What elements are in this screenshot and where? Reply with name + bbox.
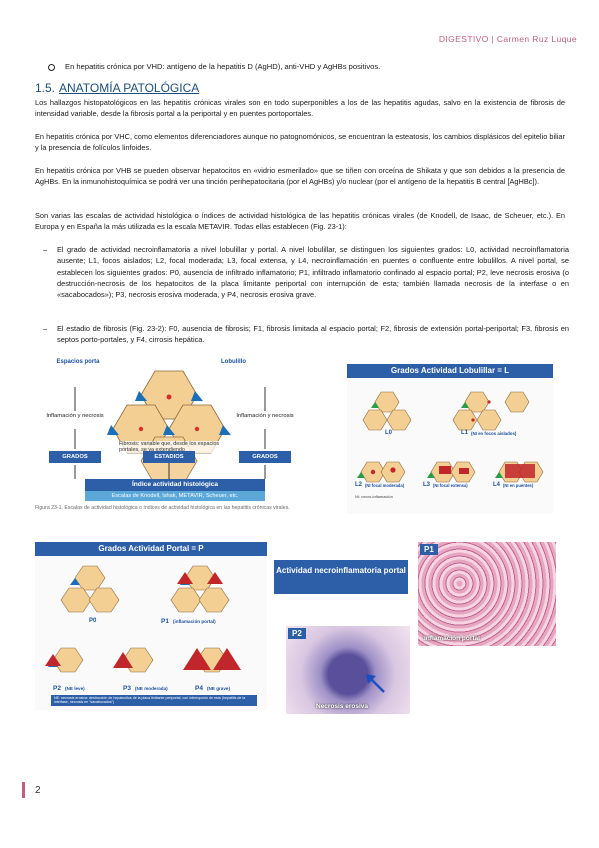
section-number: 1.5. [35,81,56,95]
paragraph-2: En hepatitis crónica por VHC, como eleme… [35,132,565,153]
escalas-box: Escalas de Knodell, Ishak, METAVIR, Sche… [85,491,265,501]
portal-ne-note: NE: necrosis erosiva: destrucción de hep… [51,695,257,706]
lobulillar-l1-note: (NI en focos aislados) [471,431,517,436]
grados-right-box: GRADOS [239,451,291,463]
footer-accent-bar [22,782,25,798]
circle-bullet-icon [48,63,55,71]
portal-p1-note: (inflamación portal) [173,619,216,624]
fibrosis-note: Fibrosis: variable que, desde los espaci… [119,441,239,453]
figure-lobulillar: Grados Actividad Lobulillar = L [347,364,553,514]
list-item: – El estadio de fibrosis (Fig. 23-2): F0… [43,323,569,346]
page-number: 2 [35,785,41,796]
figure-23-1-caption: Figura 23-1. Escalas de actividad histol… [35,505,290,511]
portal-p4: P4 [195,685,203,692]
lobulillar-l2: L2 [355,482,363,488]
histology-p1-image: P1 Inflamación portal [418,542,556,646]
section-title: 1.5.ANATOMÍA PATOLÓGICA [35,81,199,95]
lobulillar-l0: L0 [385,430,393,436]
paragraph-4: Son varias las escalas de actividad hist… [35,211,565,232]
indice-box: Índice actividad histológica [85,479,265,491]
paragraph-3: En hepatitis crónica por VHB se pueden o… [35,166,565,187]
figure-23-1: Espacios porta Lobulillo Inflamación y n… [35,357,335,517]
portal-p2: P2 [53,685,61,692]
lobulillar-l2-note: (NI focal moderada) [365,483,405,488]
portal-p1: P1 [161,618,169,625]
estadios-box: ESTADIOS [143,451,195,463]
lobulillar-l4: L4 [493,482,501,488]
label-lobulillo: Lobulillo [221,359,246,365]
list-item: – El grado de actividad necroinflamatori… [43,244,569,300]
section-title-text: ANATOMÍA PATOLÓGICA [59,81,200,95]
portal-p0: P0 [89,618,97,624]
histo-p1-badge: P1 [420,544,438,555]
portal-p2-note: (NE leve) [65,686,85,691]
histo-p2-caption: Necrosis erosiva [316,703,369,710]
histo-p1-caption: Inflamación portal [424,635,480,642]
lobulillar-ni-note: NI: necro-inflamación [355,494,393,499]
lobulillar-l4-note: (NI en puentes) [503,483,534,488]
dash-bullet-icon: – [43,245,48,254]
list-item-text: El estadio de fibrosis (Fig. 23-2): F0, … [57,324,569,345]
intro-bullet: En hepatitis crónica por VHD: antígeno d… [48,61,568,72]
portal-p3-note: (NE moderada) [135,686,168,691]
lobulillar-title: Grados Actividad Lobulillar = L [347,364,553,378]
grados-left-box: GRADOS [49,451,101,463]
page-header: DIGESTIVO | Carmen Ruz Luque [438,34,577,44]
histology-p2-image: P2 Necrosis erosiva [286,626,410,714]
portal-diagram [45,565,241,673]
paragraph-1: Los hallazgos histopatológicos en las he… [35,98,565,119]
portal-title: Grados Actividad Portal = P [35,542,267,556]
histo-p2-badge: P2 [288,628,306,639]
arrow-icon [366,674,385,693]
list-item-text: El grado de actividad necroinflamatoria … [57,245,569,300]
lobulillar-l3: L3 [423,482,431,488]
label-espacios-porta: Espacios porta [56,359,100,365]
portal-triangles [107,391,231,435]
histo-title: Actividad necroinflamatoria portal [274,560,408,594]
portal-p4-note: (NE grave) [207,686,230,691]
dash-bullet-icon: – [43,324,48,333]
portal-p3: P3 [123,685,131,692]
intro-bullet-text: En hepatitis crónica por VHD: antígeno d… [65,62,381,71]
lobulillar-l1: L1 [461,430,469,436]
lobulillar-l3-note: (NI focal extensa) [433,483,468,488]
label-inflamacion-right: Inflamación y necrosis [236,413,294,419]
lobulillar-diagram [357,391,544,483]
label-inflamacion-left: Inflamación y necrosis [46,413,104,419]
figure-portal: Grados Actividad Portal = P P0 P1 (infla… [35,542,267,710]
